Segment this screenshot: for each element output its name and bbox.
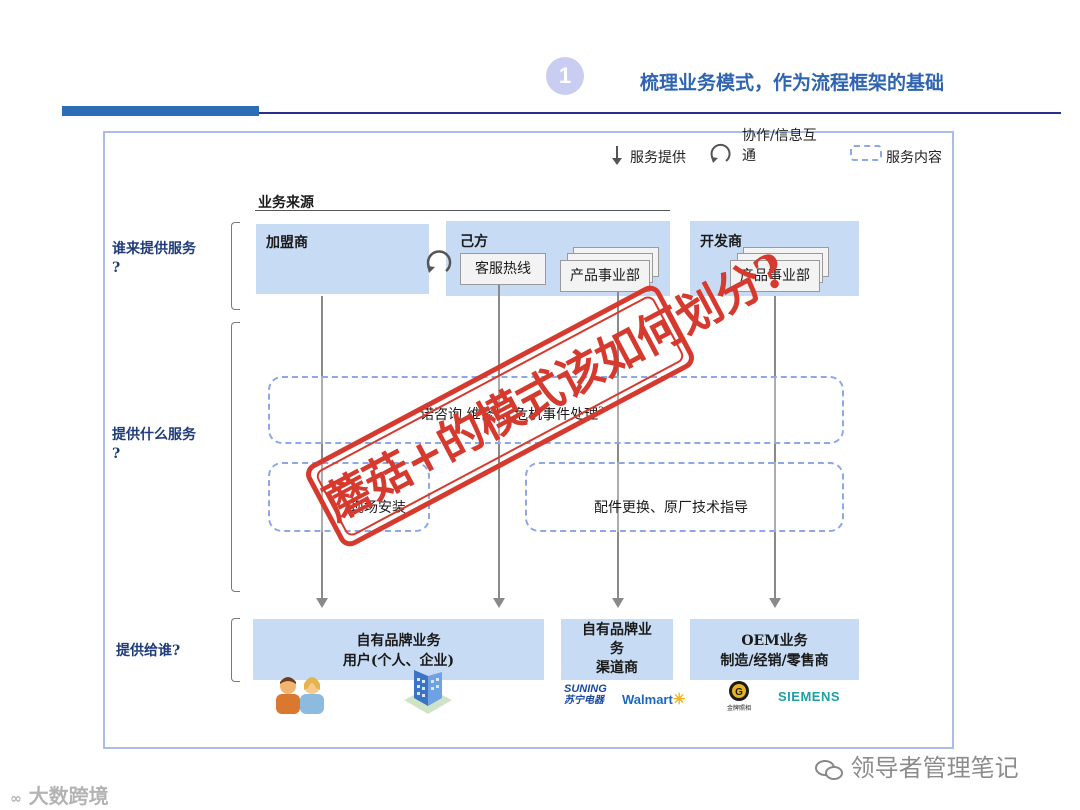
business-source-rule <box>255 210 670 211</box>
legend-content-label: 服务内容 <box>886 150 942 166</box>
header-rule <box>259 112 1061 114</box>
watermark-left: ∞ 大数跨境 <box>10 780 109 809</box>
service-content-top: 诺咨询 维修1、危机事件处理2 <box>268 376 844 444</box>
arrow-head-developer <box>769 598 781 608</box>
own-brand-channel-label: 自有品牌业 务 渠道商 <box>582 622 652 676</box>
step-number-badge: 1 <box>546 57 584 95</box>
diagram-frame <box>103 131 954 749</box>
brace-to-whom <box>231 618 240 682</box>
legend-collab-label: 协作/信息互 通 <box>742 128 817 164</box>
suning-logo-en: SUNING <box>564 683 607 695</box>
developer-title: 开发商 <box>700 234 742 250</box>
people-icon <box>276 677 324 714</box>
flow-line-franchise <box>321 296 323 598</box>
service-top-tail: 、危机事件处理 <box>500 407 599 423</box>
own-brand-users-label: 自有品牌业务 用户(个人、企业) <box>342 633 455 669</box>
wechat-icon <box>815 759 843 780</box>
siemens-logo: SIEMENS <box>778 689 841 704</box>
walmart-logo-text: Walmart <box>622 692 673 707</box>
hotline-label: 客服热线 <box>475 261 531 277</box>
self-title: 己方 <box>460 234 488 250</box>
oem-label: OEM业务 制造/经销/零售商 <box>720 633 829 669</box>
product-dept-label-2: 产品事业部 <box>740 268 810 284</box>
watermark-right: 领导者管理笔记 <box>815 748 1019 783</box>
suning-logo-cn: 苏宁电器 <box>564 695 604 706</box>
cycle-icon <box>710 143 731 163</box>
watermark-left-text: 大数跨境 <box>28 784 109 808</box>
flow-line-product-dept <box>617 292 619 598</box>
arrow-head-hotline <box>493 598 505 608</box>
oem-box: OEM业务 制造/经销/零售商 <box>690 619 859 680</box>
own-brand-channel-box: 自有品牌业 务 渠道商 <box>561 619 673 680</box>
franchise-box: 加盟商 <box>256 224 429 294</box>
gold-logo-text: 金牌照相 <box>726 706 751 712</box>
building-icon <box>404 670 452 714</box>
dashed-box-icon <box>850 145 882 161</box>
service-install-box: 现场安装 <box>268 462 430 532</box>
walmart-spark-icon: ✳ <box>672 691 686 708</box>
row-label-what: 提供什么服务 ? <box>112 427 196 462</box>
franchise-title: 加盟商 <box>266 235 308 251</box>
arrow-head-franchise <box>316 598 328 608</box>
business-source-label: 业务来源 <box>258 195 314 211</box>
product-dept-label-1: 产品事业部 <box>570 268 640 284</box>
brace-who <box>231 222 240 310</box>
service-top-visible: 诺咨询 维修 <box>420 407 495 423</box>
service-install-label: 现场安装 <box>350 500 406 516</box>
gold-logo: G 金牌照相 <box>722 680 756 713</box>
cycle-icon <box>426 250 452 273</box>
suning-logo: SUNING 苏宁电器 <box>564 683 614 707</box>
page-title: 梳理业务模式，作为流程框架的基础 <box>640 72 945 94</box>
header-rule-accent <box>62 106 259 116</box>
product-dept-card-1: 产品事业部 <box>560 260 650 292</box>
service-sup-1: 1 <box>494 406 501 417</box>
brace-what <box>231 322 240 592</box>
watermark-right-text: 领导者管理笔记 <box>850 754 1019 782</box>
walmart-logo: Walmart✳ <box>622 690 685 708</box>
row-label-to-whom: 提供给谁? <box>116 643 181 659</box>
gold-g-icon: G <box>729 681 749 701</box>
hotline-card: 客服热线 <box>460 253 546 285</box>
flow-line-hotline <box>498 285 500 598</box>
down-arrow-icon <box>616 146 618 160</box>
service-parts-label: 配件更换、原厂技术指导 <box>594 500 748 516</box>
legend: 服务提供 协作/信息互 通 服务内容 <box>612 128 962 170</box>
own-brand-users-box: 自有品牌业务 用户(个人、企业) <box>253 619 544 680</box>
service-sup-2: 2 <box>598 406 604 417</box>
legend-service-label: 服务提供 <box>630 150 686 166</box>
flow-line-developer <box>774 296 776 598</box>
row-label-who: 谁来提供服务 ? <box>112 241 196 276</box>
service-parts-box: 配件更换、原厂技术指导 <box>525 462 844 532</box>
down-arrow-head-icon <box>612 158 622 165</box>
svg-text:G: G <box>735 687 743 698</box>
product-dept-card-2: 产品事业部 <box>730 260 820 292</box>
watermark-logo-icon: ∞ <box>10 791 22 807</box>
arrow-head-product-dept <box>612 598 624 608</box>
service-top-text: 诺咨询 维修1、危机事件处理2 <box>420 404 604 424</box>
